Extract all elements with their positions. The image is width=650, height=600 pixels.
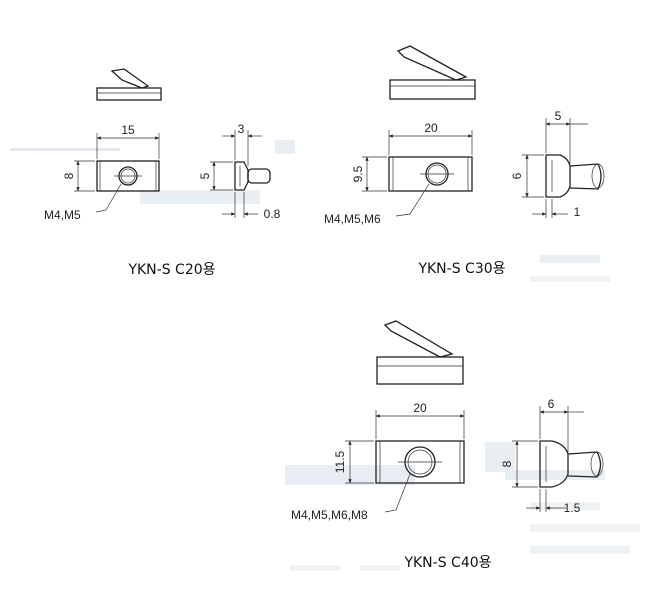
c30-top-view <box>389 45 476 100</box>
c20-width-label: 15 <box>121 123 135 137</box>
c20-thread-label: M4,M5 <box>44 208 81 222</box>
c30-side-height-label: 6 <box>510 172 524 179</box>
c40-side-bottom-dimension: 1.5 <box>526 489 581 515</box>
c40-height-dimension: 11.5 <box>333 440 374 484</box>
c40-height-label: 11.5 <box>333 450 347 473</box>
part-c30: 20 9.5 M4,M5,M6 5 6 <box>324 45 605 277</box>
c40-thread-label: M4,M5,M6,M8 <box>291 508 368 522</box>
c20-side-top-label: 3 <box>238 122 245 136</box>
c30-width-dimension: 20 <box>388 121 473 155</box>
c40-side-bottom-label: 1.5 <box>564 501 581 515</box>
c20-side-view <box>234 161 271 191</box>
c30-thread-label: M4,M5,M6 <box>324 212 381 226</box>
c30-front-view <box>388 156 473 192</box>
c20-side-height-dimension: 5 <box>198 161 233 191</box>
c30-height-dimension: 9.5 <box>351 156 387 192</box>
c20-top-view <box>96 68 162 101</box>
part-c20: 15 8 M4,M5 3 5 <box>44 68 281 278</box>
c20-side-height-label: 5 <box>198 172 212 179</box>
c40-caption: YKN-S C40용 <box>403 555 491 571</box>
c30-side-bottom-label: 1 <box>574 205 581 219</box>
c20-side-bottom-label: 0.8 <box>264 207 281 221</box>
c40-side-height-label: 8 <box>500 460 514 467</box>
c30-caption: YKN-S C30용 <box>417 261 505 277</box>
c30-side-top-label: 5 <box>555 109 562 123</box>
c40-width-dimension: 20 <box>375 401 465 439</box>
c20-height-dimension: 8 <box>62 160 95 192</box>
c40-width-label: 20 <box>413 401 427 415</box>
c40-top-view <box>376 320 464 385</box>
c20-height-label: 8 <box>62 172 76 179</box>
c20-side-bottom-dimension: 0.8 <box>222 192 281 221</box>
c40-front-view <box>375 440 465 484</box>
c40-side-height-dimension: 8 <box>500 440 538 488</box>
c40-side-top-label: 6 <box>548 397 555 411</box>
c30-side-bottom-dimension: 1 <box>532 199 581 219</box>
c30-side-view <box>545 154 605 198</box>
bleed-through-background <box>10 140 640 571</box>
c30-side-height-dimension: 6 <box>510 154 544 198</box>
c40-side-top-dimension: 6 <box>539 397 584 452</box>
c30-width-label: 20 <box>424 121 438 135</box>
c30-height-label: 9.5 <box>351 165 365 182</box>
c30-side-top-dimension: 5 <box>545 109 588 164</box>
c20-width-dimension: 15 <box>96 123 160 159</box>
part-c40: 20 11.5 M4,M5,M6,M8 6 8 <box>291 320 604 571</box>
c20-front-view <box>96 160 160 192</box>
c20-caption: YKN-S C20용 <box>127 262 215 278</box>
c40-side-view <box>539 440 604 488</box>
c20-side-top-dimension: 3 <box>222 122 262 166</box>
